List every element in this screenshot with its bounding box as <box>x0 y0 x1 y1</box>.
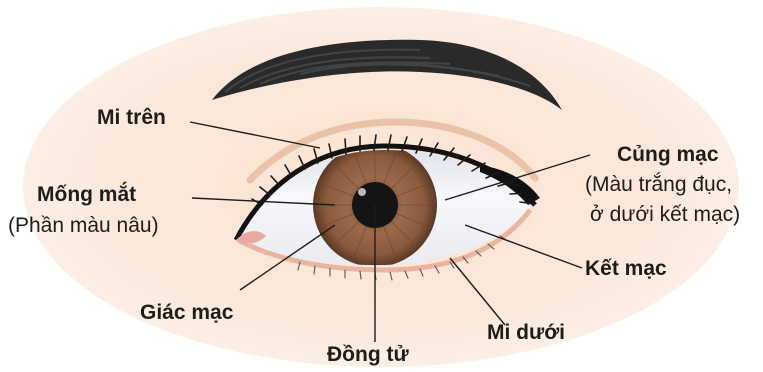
label-cornea: Giác mạc <box>140 300 233 325</box>
label-sclera-note-2: ở dưới kết mạc) <box>590 202 740 227</box>
label-sclera: Củng mạc <box>617 142 719 167</box>
label-conjunctiva: Kết mạc <box>585 256 667 281</box>
label-lower-eyelid: Mi dưới <box>487 320 565 345</box>
cornea-highlight <box>358 188 366 196</box>
label-sclera-note-1: (Màu trắng đục, <box>585 172 732 197</box>
label-upper-eyelid: Mi trên <box>97 105 166 130</box>
label-pupil: Đồng tử <box>327 342 409 367</box>
label-iris: Mống mắt <box>37 182 136 207</box>
label-iris-note: (Phần màu nâu) <box>8 213 159 238</box>
